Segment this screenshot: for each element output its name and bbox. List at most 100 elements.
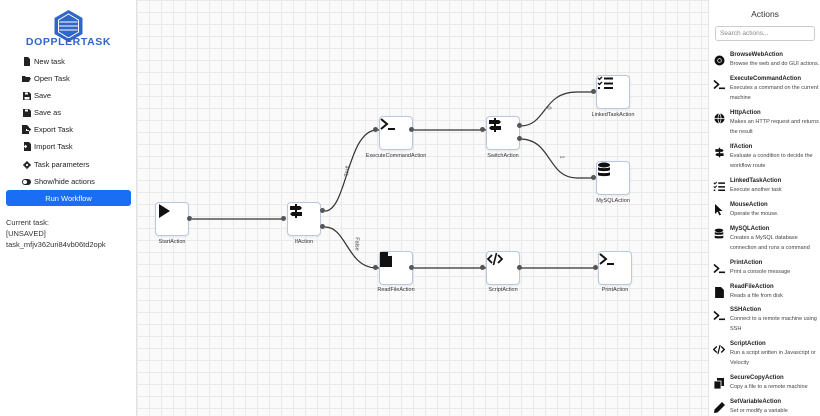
menu-import-task[interactable]: Import Task (22, 142, 73, 151)
terminal-icon (713, 262, 725, 274)
node-linked-task-action[interactable] (596, 75, 630, 109)
port-readfile-out[interactable] (409, 265, 414, 270)
edge-if-execute (324, 129, 379, 212)
port-switch-case1[interactable] (517, 136, 522, 141)
action-name: SecureCopyAction (730, 375, 784, 381)
menu-save[interactable]: Save (22, 91, 51, 100)
logo-text: DOPPLERTASK (25, 36, 112, 48)
node-print-label: PrintAction (601, 287, 629, 293)
node-start-label: StartAction (158, 239, 186, 245)
copy-icon (713, 377, 725, 389)
menu-import-task-label: Import Task (34, 142, 73, 151)
action-desc: Execute another task (730, 187, 782, 193)
task-status: [UNSAVED] (6, 229, 46, 238)
action-name: ScriptAction (730, 341, 766, 347)
left-sidebar: DOPPLERTASK New task Open Task Save Save… (0, 0, 137, 416)
checklist-icon (597, 76, 613, 89)
port-print-in[interactable] (593, 265, 598, 270)
node-execute-command-action[interactable] (379, 116, 413, 150)
menu-open-task[interactable]: Open Task (22, 74, 70, 83)
port-if-in[interactable] (281, 216, 286, 221)
edge-label-true: True (344, 165, 351, 177)
port-linked-in[interactable] (591, 89, 596, 94)
node-script-action[interactable] (486, 251, 520, 285)
port-mysql-in[interactable] (591, 175, 596, 180)
port-start-out[interactable] (187, 216, 192, 221)
globe-icon (713, 112, 725, 124)
file-icon (713, 286, 725, 298)
actions-title: Actions (751, 9, 779, 19)
save-icon (22, 91, 31, 100)
node-print-action[interactable] (598, 251, 632, 285)
edge-label-case1: 1 (558, 155, 565, 159)
action-name: ReadFileAction (730, 284, 774, 290)
menu-task-parameters[interactable]: Task parameters (22, 160, 89, 169)
signpost-icon (489, 118, 501, 132)
search-actions-input[interactable] (715, 26, 815, 41)
edge-label-case0: 0 (547, 106, 554, 110)
menu-export-task-label: Export Task (34, 125, 74, 134)
node-switch-label: SwitchAction (487, 153, 519, 159)
action-desc: Set or modify a variable (730, 408, 788, 414)
port-if-false[interactable] (320, 224, 325, 229)
action-desc: Browse the web and do GUI actions. (730, 61, 820, 67)
menu-show-hide-actions-label: Show/hide actions (34, 177, 95, 186)
import-icon (22, 142, 31, 151)
chrome-icon (713, 54, 725, 66)
action-desc: Evaluate a condition to decide the workf… (730, 153, 813, 169)
database-icon (713, 228, 725, 240)
port-readfile-in[interactable] (373, 265, 378, 270)
play-icon (159, 204, 170, 218)
toggle-icon (22, 177, 31, 186)
run-workflow-button[interactable]: Run Workflow (6, 190, 131, 206)
menu-save-as[interactable]: Save as (22, 108, 61, 117)
dopplertask-logo (54, 10, 83, 42)
node-mysql-action[interactable] (596, 161, 630, 195)
action-desc: Run a script written in Javascript or Ve… (730, 350, 816, 366)
action-name: SSHAction (730, 307, 762, 313)
workflow-canvas[interactable]: True False 0 1 StartAction IfAction Exec… (137, 0, 708, 416)
menu-new-task[interactable]: New task (22, 57, 65, 66)
port-execute-out[interactable] (409, 127, 414, 132)
port-script-out[interactable] (517, 265, 522, 270)
checklist-icon (713, 180, 725, 192)
save-as-icon (22, 108, 31, 117)
actions-sidebar: Actions BrowseWebAction Browse the web a… (708, 0, 820, 416)
port-switch-in[interactable] (480, 127, 485, 132)
node-if-action[interactable] (287, 202, 321, 236)
port-switch-case0[interactable] (517, 123, 522, 128)
node-linked-label: LinkedTaskAction (591, 112, 635, 118)
code-icon (713, 343, 725, 355)
menu-show-hide-actions[interactable]: Show/hide actions (22, 177, 95, 186)
current-task-label: Current task: (6, 218, 49, 227)
port-if-true[interactable] (320, 208, 325, 213)
signpost-icon (713, 146, 725, 158)
edge-switch-linked (519, 91, 594, 127)
port-execute-in[interactable] (373, 127, 378, 132)
node-start-action[interactable] (155, 202, 189, 236)
menu-open-task-label: Open Task (34, 74, 70, 83)
terminal-icon (713, 309, 725, 321)
menu-new-task-label: New task (34, 57, 65, 66)
terminal-icon (380, 118, 395, 130)
terminal-icon (713, 78, 725, 90)
node-read-file-action[interactable] (379, 251, 413, 285)
port-script-in[interactable] (480, 265, 485, 270)
action-desc: Copy a file to a remote machine (730, 384, 808, 390)
node-execute-label: ExecuteCommandAction (365, 153, 427, 159)
pencil-icon (713, 401, 725, 413)
action-desc: Reads a file from disk (730, 293, 783, 299)
action-name: LinkedTaskAction (730, 178, 782, 184)
menu-export-task[interactable]: Export Task (22, 125, 73, 134)
action-desc: Connect to a remote machine using SSH (730, 316, 817, 332)
file-icon (380, 252, 392, 267)
node-mysql-label: MySQLAction (596, 198, 630, 204)
action-desc: Makes an HTTP request and returns the re… (730, 119, 819, 135)
node-switch-action[interactable] (486, 116, 520, 150)
action-name: HttpAction (730, 110, 761, 116)
signpost-icon (290, 204, 302, 218)
node-readfile-label: ReadFileAction (377, 287, 415, 293)
cursor-icon (713, 204, 725, 216)
connections-layer (192, 91, 596, 269)
terminal-icon (599, 253, 614, 265)
